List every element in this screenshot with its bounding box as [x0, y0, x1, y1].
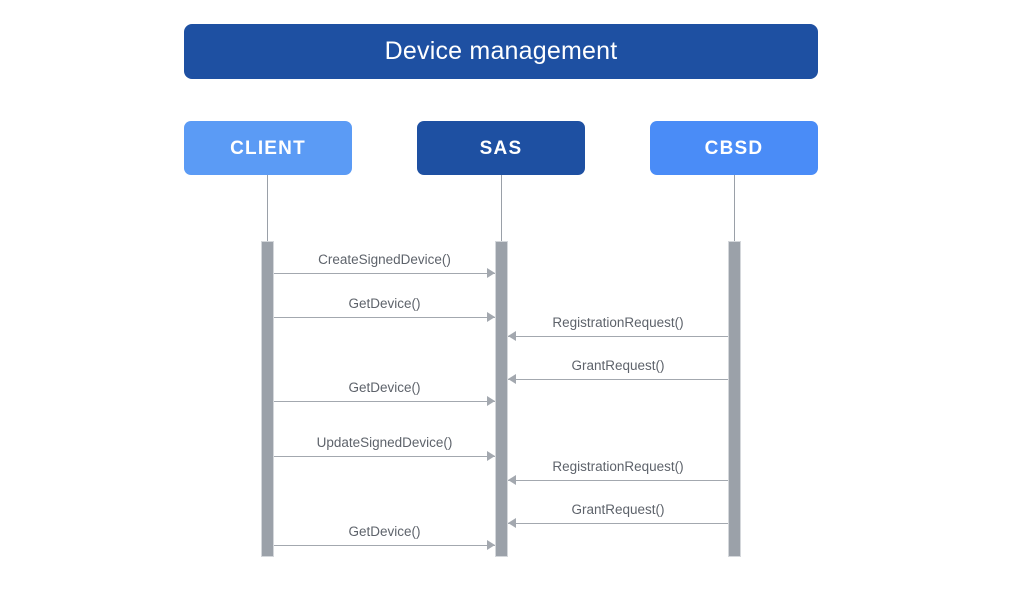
message-label: RegistrationRequest() [552, 459, 684, 474]
message-grant-request-2[interactable]: GrantRequest() [508, 501, 728, 528]
message-get-device-2[interactable]: GetDevice() [274, 379, 495, 406]
participant-header-cbsd[interactable]: CBSD [650, 121, 818, 175]
message-line [508, 379, 728, 380]
message-line [508, 480, 728, 481]
message-get-device-1[interactable]: GetDevice() [274, 295, 495, 322]
message-label: GrantRequest() [571, 502, 665, 517]
participant-label-sas: SAS [479, 137, 523, 159]
arrow-right-icon [487, 268, 495, 278]
message-registration-request-1[interactable]: RegistrationRequest() [508, 314, 728, 341]
message-line [274, 401, 495, 402]
diagram-title-banner: Device management [184, 24, 818, 79]
message-line [274, 456, 495, 457]
arrow-right-icon [487, 451, 495, 461]
participant-label-client: CLIENT [230, 137, 306, 159]
message-label: RegistrationRequest() [552, 315, 684, 330]
message-get-device-3[interactable]: GetDevice() [274, 523, 495, 550]
participant-label-cbsd: CBSD [704, 137, 764, 159]
activation-bar-cbsd [728, 241, 741, 557]
message-update-signed-device[interactable]: UpdateSignedDevice() [274, 434, 495, 461]
message-label: CreateSignedDevice() [318, 252, 451, 267]
message-label: GrantRequest() [571, 358, 665, 373]
activation-bar-client [261, 241, 274, 557]
message-label: GetDevice() [348, 296, 421, 311]
arrow-left-icon [508, 475, 516, 485]
message-line [508, 523, 728, 524]
participant-header-sas[interactable]: SAS [417, 121, 585, 175]
message-line [274, 317, 495, 318]
message-label: GetDevice() [348, 524, 421, 539]
arrow-right-icon [487, 396, 495, 406]
arrow-left-icon [508, 374, 516, 384]
message-label: UpdateSignedDevice() [316, 435, 453, 450]
arrow-left-icon [508, 331, 516, 341]
lifeline-cbsd [734, 175, 735, 242]
activation-bar-sas [495, 241, 508, 557]
lifeline-sas [501, 175, 502, 242]
arrow-right-icon [487, 312, 495, 322]
message-grant-request-1[interactable]: GrantRequest() [508, 357, 728, 384]
message-line [274, 545, 495, 546]
message-registration-request-2[interactable]: RegistrationRequest() [508, 458, 728, 485]
lifeline-client [267, 175, 268, 242]
message-line [508, 336, 728, 337]
diagram-title: Device management [384, 37, 618, 65]
message-line [274, 273, 495, 274]
message-label: GetDevice() [348, 380, 421, 395]
message-create-signed-device[interactable]: CreateSignedDevice() [274, 251, 495, 278]
arrow-right-icon [487, 540, 495, 550]
arrow-left-icon [508, 518, 516, 528]
participant-header-client[interactable]: CLIENT [184, 121, 352, 175]
